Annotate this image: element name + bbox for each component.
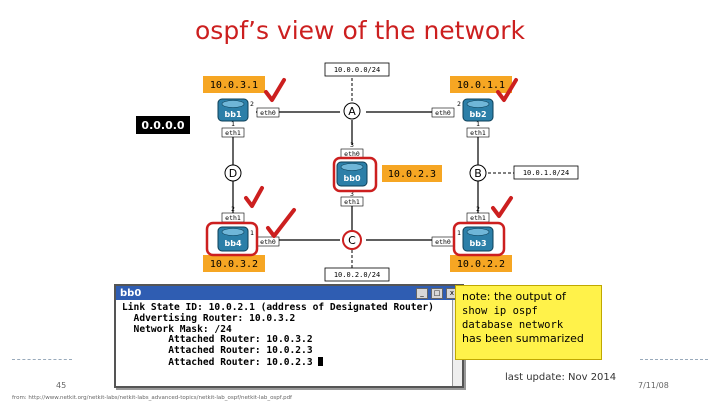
router-bb0-label: bb0 [343, 174, 360, 183]
bb2-eth1-num: 1 [476, 120, 480, 128]
ip-box-bb3 [450, 255, 512, 272]
maximize-button[interactable]: □ [431, 288, 443, 299]
router-bb4: bb4 [205, 221, 259, 257]
slide-title: ospf’s view of the network [195, 16, 525, 45]
router-bb2: bb2 [462, 98, 494, 122]
ip-box-bb1 [203, 76, 265, 93]
area-label: 0.0.0.0 [141, 119, 184, 132]
bb3-eth0-num: 1 [457, 229, 461, 237]
bb0-eth1-num: 3 [350, 190, 354, 198]
router-bb3: bb3 [452, 221, 506, 257]
router-bb3-label: bb3 [469, 239, 486, 248]
terminal-line: Attached Router: 10.0.2.3 [122, 345, 313, 357]
bb1-eth1-label: eth1 [225, 129, 241, 137]
bb0-eth0-label: eth0 [344, 150, 360, 158]
note-line-1: note: the output of [462, 290, 566, 303]
bb4-eth0-num: 1 [250, 229, 254, 237]
bb3-eth0-label: eth0 [435, 238, 451, 246]
bb0-eth1-label: eth1 [344, 198, 360, 206]
source-citation: from: http://www.netkit.org/netkit-labs/… [12, 395, 292, 401]
segment-d-label: D [229, 167, 237, 180]
segment-d-node [224, 164, 242, 182]
subnet-a-box [324, 62, 390, 77]
bb1-eth0-box [256, 107, 280, 118]
router-bb2-label: bb2 [469, 110, 486, 119]
footer-rule [640, 359, 708, 360]
segment-a-label: A [348, 105, 356, 118]
bb0-eth0-num: 3 [350, 141, 354, 149]
check-icon [244, 186, 264, 208]
note-line-3: database network [462, 319, 564, 331]
ip-box-bb0 [382, 165, 442, 182]
segment-b-label: B [474, 167, 482, 180]
terminal-line: Attached Router: 10.0.3.2 [122, 334, 313, 346]
bb1-eth0-num: 2 [250, 100, 254, 108]
subnet-b-box [513, 165, 579, 180]
bb4-eth0-label: eth0 [260, 238, 276, 246]
note-box: note: the output of show ip ospf databas… [455, 285, 602, 360]
bb2-eth0-num: 2 [457, 100, 461, 108]
terminal-line: Network Mask: /24 [122, 323, 232, 335]
note-line-4: has been summarized [462, 332, 584, 345]
bb1-eth1-num: 1 [231, 120, 235, 128]
segment-a-node [343, 102, 361, 120]
area-label-box [136, 116, 190, 134]
bb1-eth0-label: eth0 [260, 109, 276, 117]
ip-bb4: 10.0.3.2 [210, 259, 258, 270]
terminal-line: Link State ID: 10.0.2.1 (address of Desi… [122, 302, 434, 313]
bb4-eth1-label: eth1 [225, 214, 241, 222]
bb2-eth1-label: eth1 [470, 129, 486, 137]
terminal-window[interactable]: bb0 _ □ x Link State ID: 10.0.2.1 (addre… [114, 284, 464, 388]
bb0-eth1-box [340, 196, 364, 207]
page-number: 45 [56, 381, 67, 390]
segment-c-node [342, 230, 362, 250]
router-bb1-label: bb1 [224, 110, 241, 119]
ip-box-bb4 [203, 255, 265, 272]
subnet-b-label: 10.0.1.0/24 [523, 169, 569, 177]
terminal-line: Advertising Router: 10.0.3.2 [122, 312, 296, 324]
bb3-eth1-label: eth1 [470, 214, 486, 222]
bb2-eth0-label: eth0 [435, 109, 451, 117]
subnet-c-label: 10.0.2.0/24 [334, 271, 380, 279]
bb2-eth0-box [431, 107, 455, 118]
segment-b-node [469, 164, 487, 182]
subnet-a-label: 10.0.0.0/24 [334, 66, 380, 74]
footer-rule [12, 359, 72, 360]
ip-bb3: 10.0.2.2 [457, 259, 505, 270]
ip-bb0: 10.0.2.3 [388, 169, 436, 180]
terminal-output[interactable]: Link State ID: 10.0.2.1 (address of Desi… [116, 300, 462, 372]
check-icon [264, 78, 286, 102]
bb2-eth1-box [466, 127, 490, 138]
terminal-titlebar[interactable]: bb0 _ □ x [116, 286, 462, 300]
check-icon [496, 78, 518, 102]
ip-bb2: 10.0.1.1 [457, 80, 505, 91]
ip-box-bb2 [450, 76, 512, 93]
check-icon [266, 208, 296, 238]
subnet-leaders [351, 78, 514, 268]
router-bb0: bb0 [332, 156, 378, 193]
router-bb4-label: bb4 [224, 239, 241, 248]
slide-date: 7/11/08 [638, 381, 669, 390]
note-line-2: show ip ospf [462, 305, 538, 317]
bb4-eth1-num: 2 [231, 205, 235, 213]
check-icon [491, 196, 513, 218]
terminal-line: Attached Router: 10.0.2.3 [122, 356, 313, 368]
bb3-eth1-num: 2 [476, 205, 480, 213]
ip-bb1: 10.0.3.1 [210, 80, 258, 91]
router-bb1: bb1 [217, 98, 249, 122]
terminal-cursor [318, 356, 324, 366]
bb1-eth1-box [221, 127, 245, 138]
last-update: last update: Nov 2014 [505, 372, 617, 383]
terminal-title: bb0 [120, 287, 142, 299]
minimize-button[interactable]: _ [416, 288, 428, 299]
subnet-c-box [324, 267, 390, 282]
segment-c-label: C [348, 234, 356, 247]
